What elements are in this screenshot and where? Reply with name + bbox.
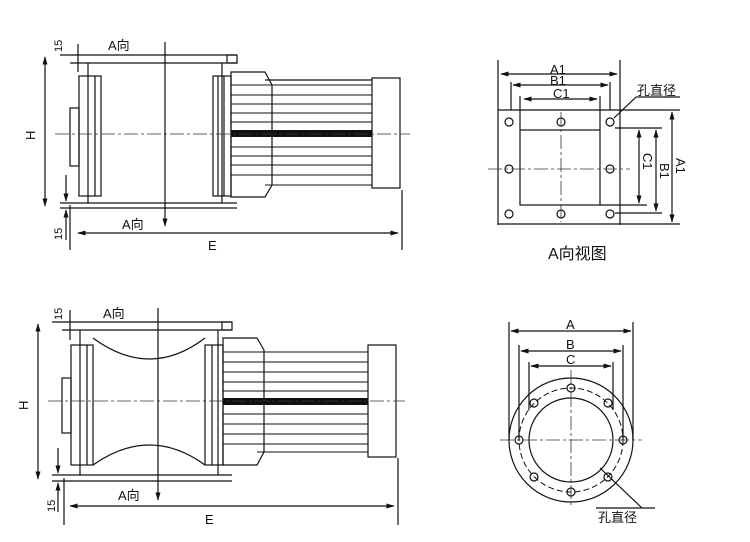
motor-fins bbox=[231, 79, 372, 186]
dim-15-bottom: 15 bbox=[53, 228, 65, 240]
direction-label: A向 bbox=[103, 306, 125, 321]
dim-e: E bbox=[205, 512, 214, 527]
a-direction-view: A1 B1 C1 孔直径 C1 B1 A1 A向视图 bbox=[488, 60, 688, 263]
motor-fins bbox=[223, 351, 368, 453]
dim-15-bottom: 15 bbox=[46, 500, 58, 512]
dim-b1: B1 bbox=[550, 73, 566, 88]
dim-c1: C1 bbox=[553, 86, 570, 101]
dim-c: C bbox=[566, 352, 575, 367]
bolt-holes bbox=[504, 117, 615, 219]
side-view-bottom: 15 A向 H 15 A向 E bbox=[16, 306, 405, 527]
round-flange-view: A B C 孔直径 bbox=[500, 317, 655, 525]
dim-e: E bbox=[208, 238, 217, 253]
dim-h: H bbox=[16, 401, 31, 410]
hole-diameter-label: 孔直径 bbox=[598, 510, 637, 525]
dim-h: H bbox=[23, 131, 38, 140]
dim-b: B bbox=[566, 337, 575, 352]
direction-label: A向 bbox=[122, 217, 144, 232]
dim-b1-vertical: B1 bbox=[657, 163, 672, 179]
dim-a: A bbox=[566, 317, 575, 332]
direction-label: A向 bbox=[108, 38, 130, 53]
dim-c1-vertical: C1 bbox=[640, 153, 655, 170]
dim-15-top: 15 bbox=[53, 40, 65, 52]
dim-15-top: 15 bbox=[53, 308, 65, 320]
dim-a1: A1 bbox=[550, 62, 566, 77]
hole-diameter-label: 孔直径 bbox=[637, 83, 676, 98]
direction-label: A向 bbox=[118, 488, 140, 503]
view-caption: A向视图 bbox=[548, 245, 607, 263]
side-view-top: 15 A向 H 15 A向 E bbox=[23, 38, 410, 253]
dim-a1-vertical: A1 bbox=[673, 158, 688, 174]
